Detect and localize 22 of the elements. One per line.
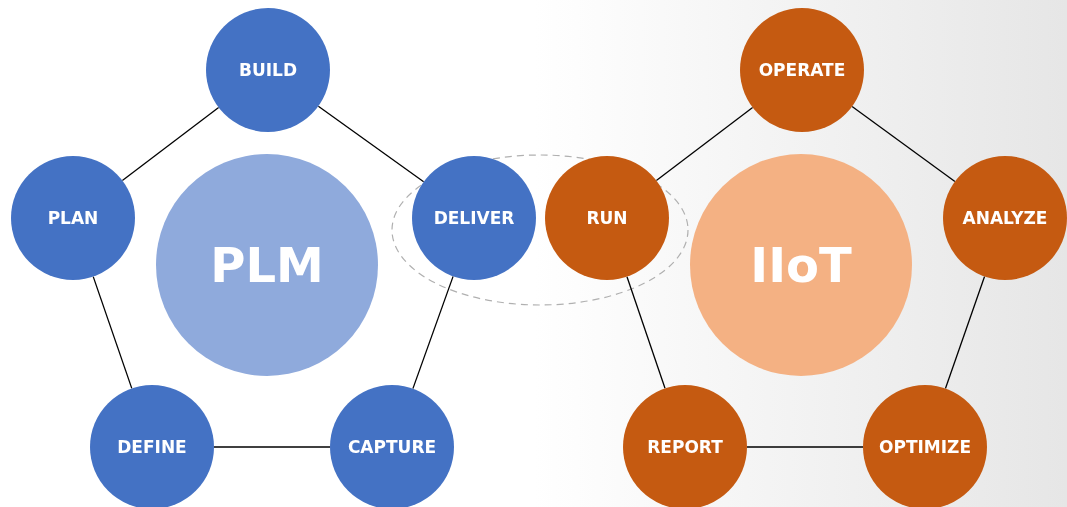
- circle-label: PLM: [210, 237, 324, 293]
- circle-label: RUN: [586, 208, 628, 228]
- connector-line: [851, 105, 956, 183]
- circle-label: ANALYZE: [962, 208, 1048, 228]
- connector-line: [412, 275, 454, 390]
- connector-line: [944, 275, 986, 390]
- connector-line: [92, 275, 133, 390]
- circle-label: PLAN: [47, 208, 99, 228]
- connector-line: [317, 105, 425, 183]
- connector-line: [213, 446, 331, 448]
- connector-line: [121, 106, 220, 182]
- circle-label: CAPTURE: [347, 437, 437, 457]
- connector-line: [655, 106, 754, 182]
- circle-label: DELIVER: [433, 208, 515, 228]
- circle-label: REPORT: [647, 437, 723, 457]
- circle-label: IIoT: [750, 237, 852, 293]
- connector-line: [746, 446, 864, 448]
- circle-label: OPERATE: [758, 60, 846, 80]
- connector-line: [626, 276, 666, 389]
- circle-label: DEFINE: [117, 437, 187, 457]
- circle-label: BUILD: [239, 60, 297, 80]
- circle-label: OPTIMIZE: [879, 437, 971, 457]
